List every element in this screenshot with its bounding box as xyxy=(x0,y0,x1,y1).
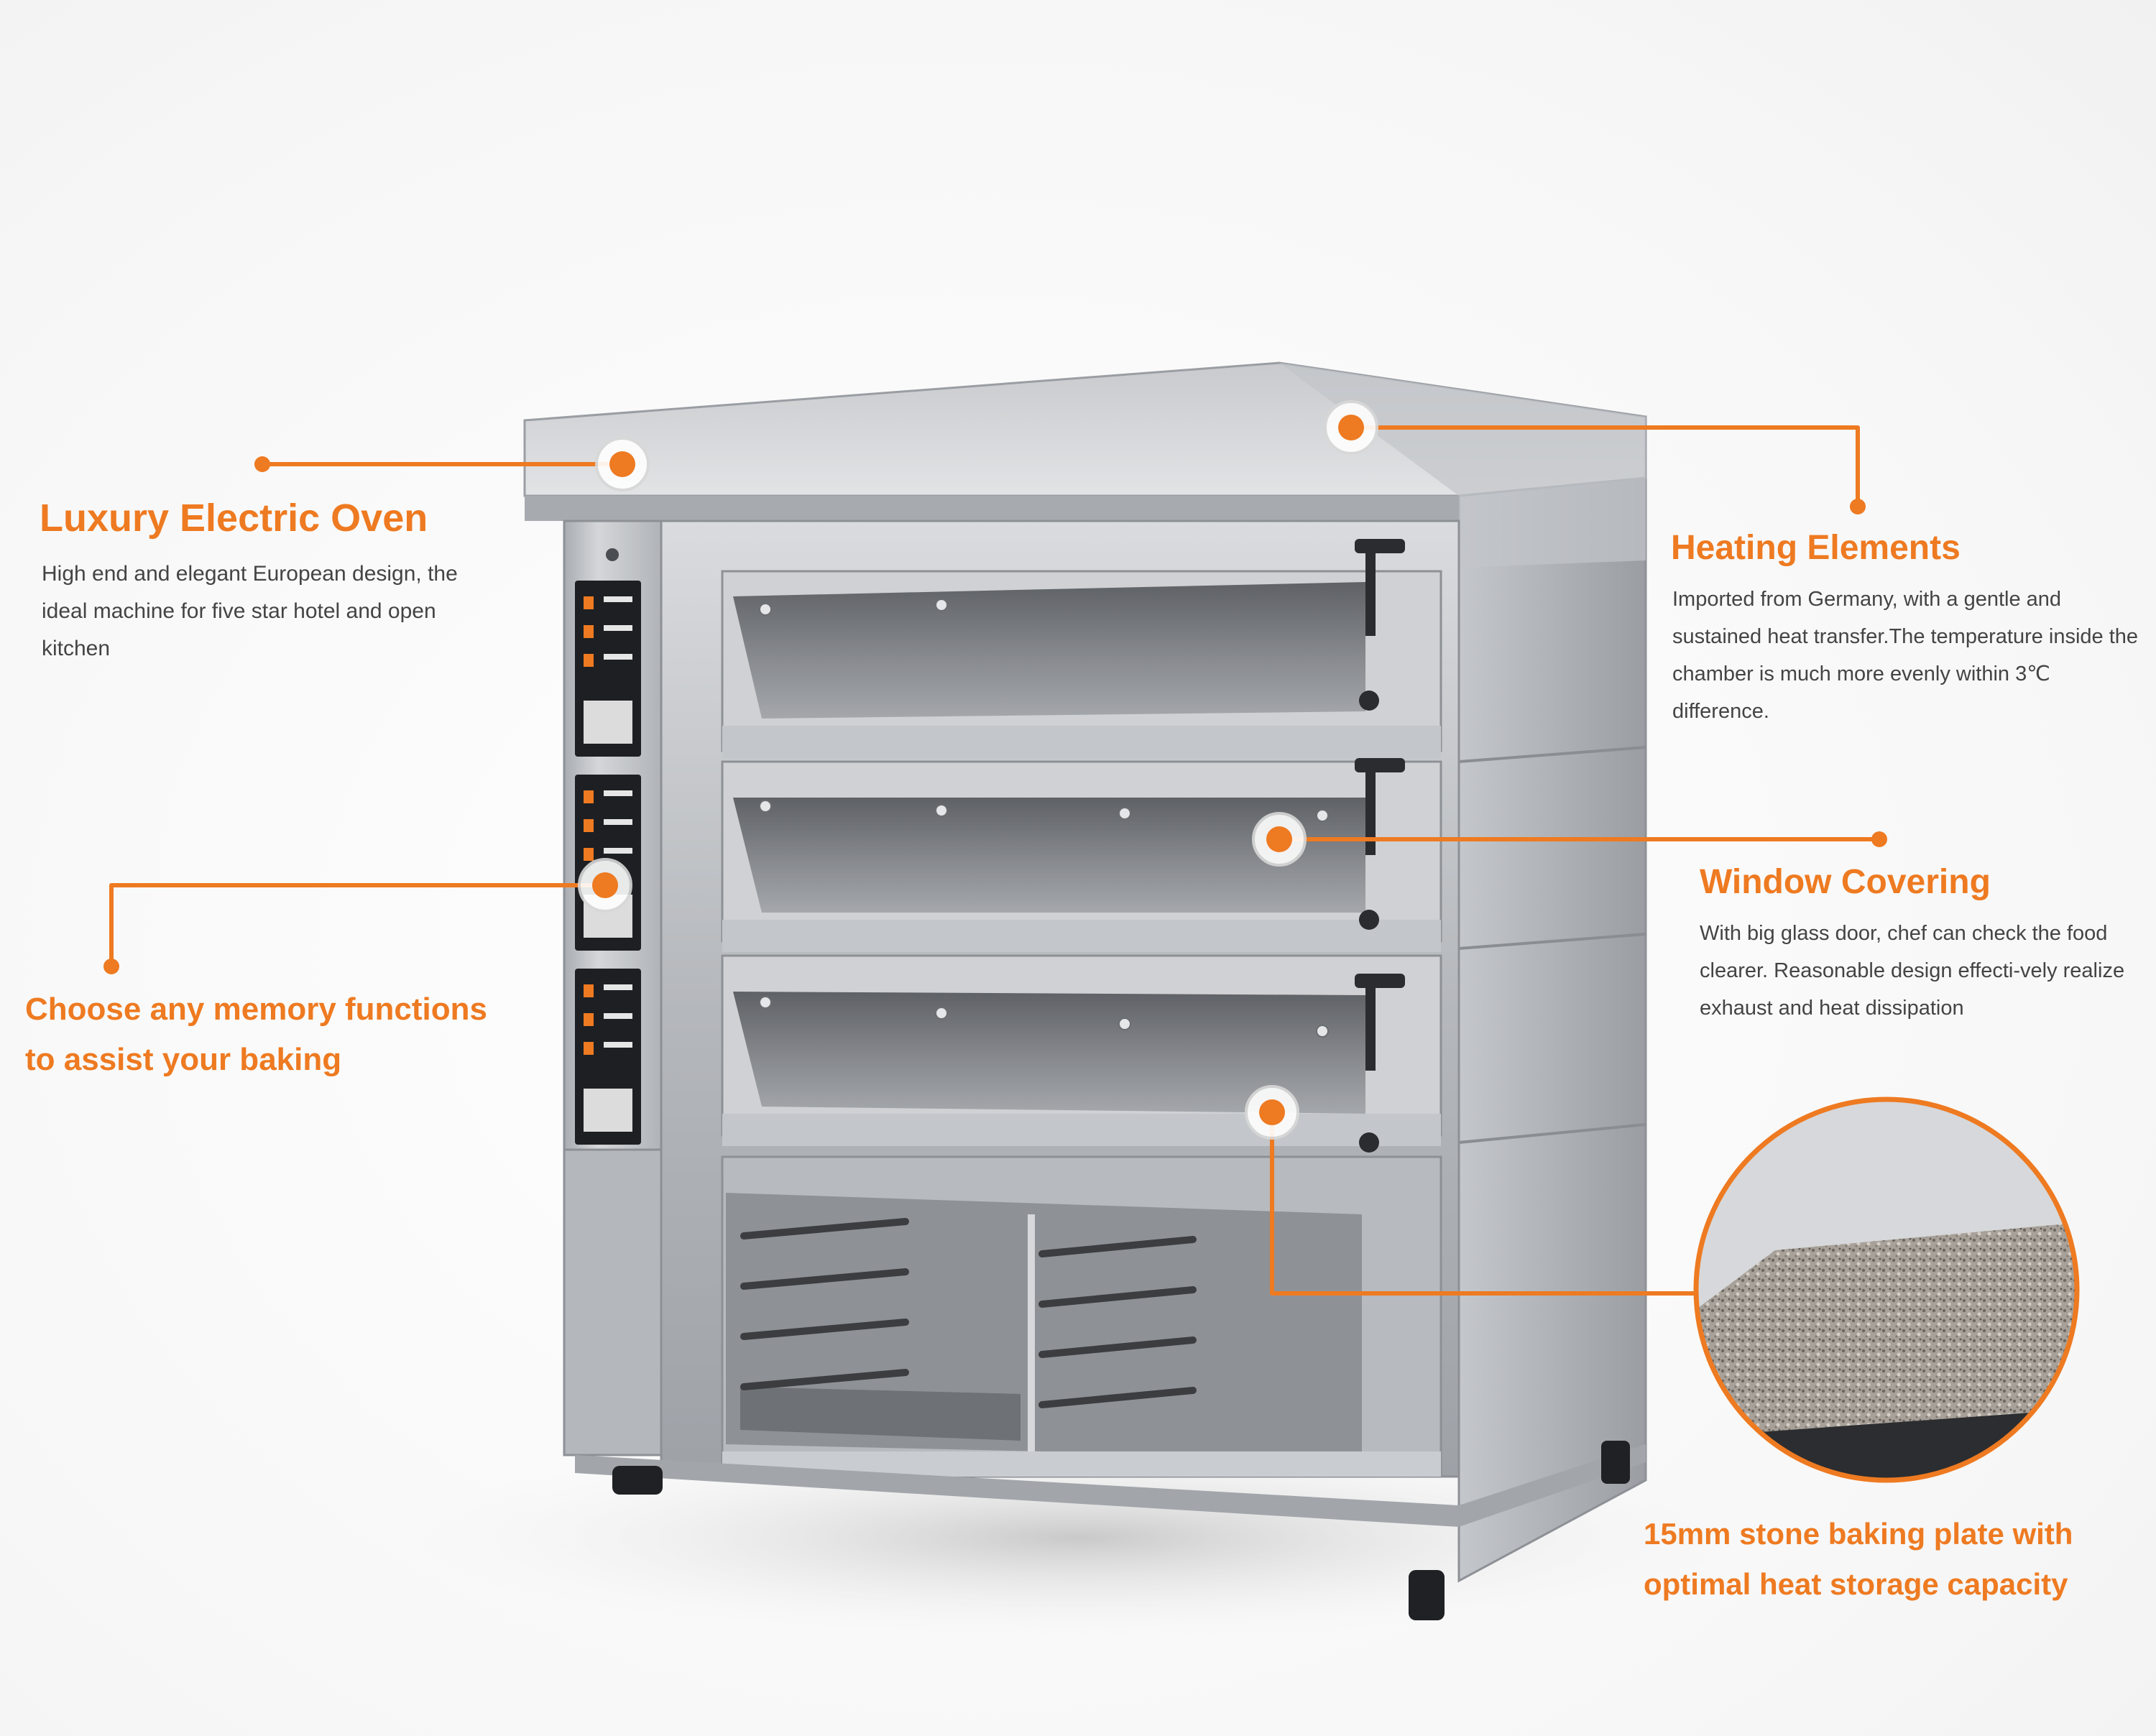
callout-memory-line1: Choose any memory functions xyxy=(25,992,488,1027)
callout-luxury-desc: High end and elegant European design, th… xyxy=(42,562,458,660)
callout-stone-line2: optimal heat storage capacity xyxy=(1644,1567,2068,1601)
callout-stone-text: 15mm stone baking plate with optimal hea… xyxy=(1644,1509,2073,1610)
callout-stone-line1: 15mm stone baking plate with xyxy=(1644,1517,2073,1551)
callout-heating-title: Heating Elements xyxy=(1671,529,1961,567)
callout-memory-text: Choose any memory functions to assist yo… xyxy=(25,984,487,1085)
stone-plate-zoom xyxy=(1693,1096,2080,1483)
callout-heating-desc: Imported from Germany, with a gentle and… xyxy=(1672,588,2139,723)
callout-memory-line2: to assist your baking xyxy=(25,1042,342,1077)
callout-window-desc: With big glass door, chef can check the … xyxy=(1700,922,2125,1020)
callout-dot-icon xyxy=(103,456,1887,974)
callout-window-title: Window Covering xyxy=(1700,863,1991,901)
callout-hotspot-icon xyxy=(578,400,1378,1140)
callout-luxury-title: Luxury Electric Oven xyxy=(40,497,428,540)
